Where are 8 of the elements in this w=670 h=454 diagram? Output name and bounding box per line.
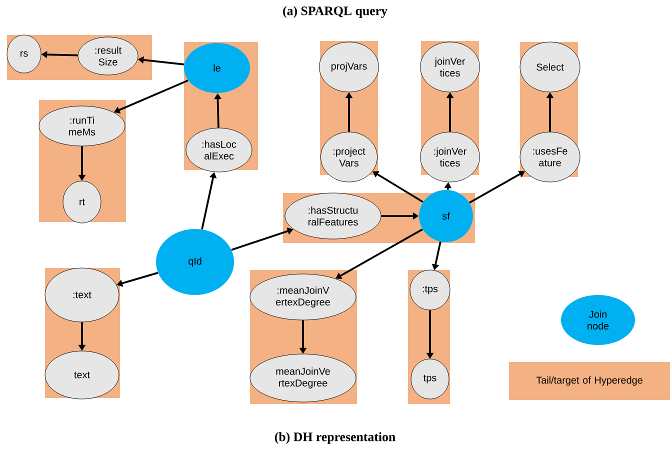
legend-label: Join node [588,310,609,330]
join-node: qId [156,229,234,295]
subfigure-title: (a) SPARQL query [283,6,388,18]
arrow [372,171,424,203]
legend-label: Tail/target of Hyperedge [536,376,642,386]
caption: (b) DH representation [274,432,396,444]
join-node: sf [419,190,473,242]
join-node: le [184,43,250,93]
